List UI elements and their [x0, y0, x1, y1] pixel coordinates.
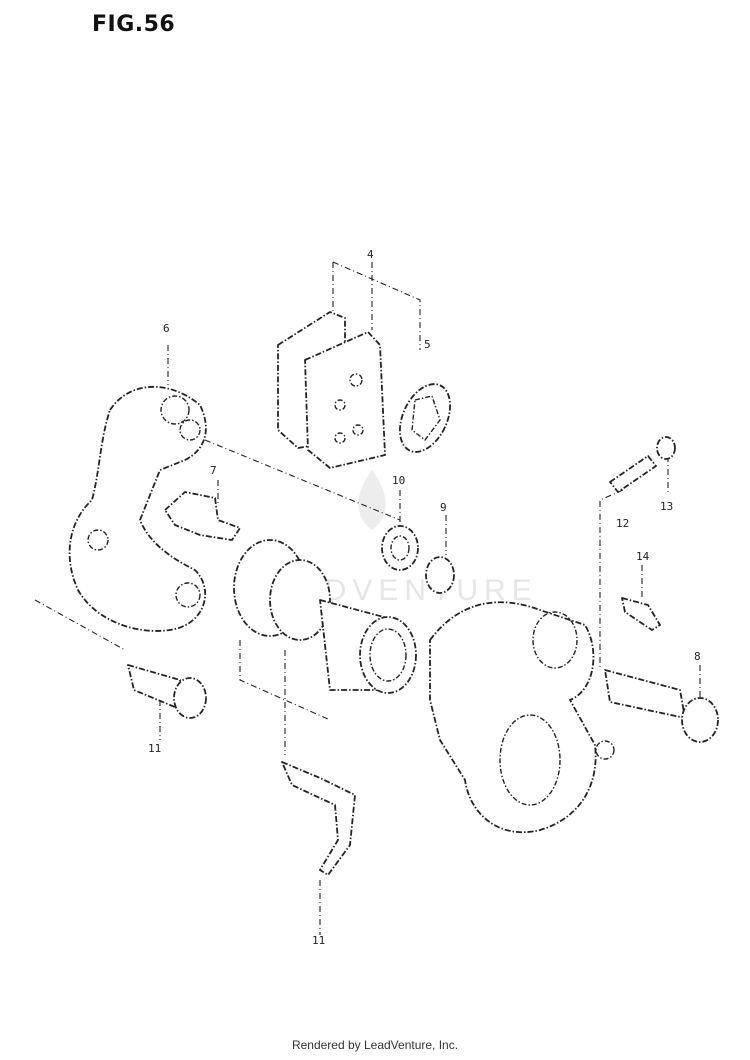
leader-lines — [34, 261, 701, 935]
callout-8: 8 — [694, 650, 701, 663]
callout-5: 5 — [424, 338, 431, 351]
callout-11-bolt: 11 — [148, 742, 161, 755]
caliper-cylinder — [499, 714, 561, 806]
piston-seal-inner — [269, 559, 331, 641]
callout-10: 10 — [392, 474, 405, 487]
bracket-bolt-hole — [160, 395, 190, 425]
callout-labels: 4 5 6 7 8 9 10 11 11 12 13 14 — [148, 248, 701, 947]
pin-boot — [425, 556, 455, 594]
caliper-body — [429, 601, 615, 834]
pad-hole — [349, 373, 363, 387]
callout-6: 6 — [163, 322, 170, 335]
caliper-bracket — [68, 385, 207, 632]
bracket-bolt-hole — [179, 419, 201, 441]
bleeder-screw — [609, 455, 657, 493]
brake-pad-front — [304, 331, 386, 469]
piston — [319, 599, 417, 694]
mounting-bolt — [127, 664, 207, 719]
caliper-bleed-port — [595, 740, 615, 760]
pad-hole — [334, 432, 346, 444]
piston-seals — [233, 539, 331, 641]
pad-hole — [334, 399, 346, 411]
caliper-pin-bore — [532, 611, 578, 669]
caliper-pin-bolt — [604, 669, 719, 743]
bracket-bolt-hole — [175, 582, 201, 608]
pad-hole — [352, 424, 364, 436]
bracket-bolt-hole — [87, 529, 109, 551]
bleeder-cap — [656, 436, 676, 460]
retaining-clip — [621, 597, 661, 631]
callout-14: 14 — [636, 550, 650, 563]
dust-boot — [381, 525, 419, 571]
callout-4: 4 — [367, 248, 374, 261]
pad-shim — [399, 383, 451, 453]
brake-hose — [281, 761, 356, 876]
footer-credit: Rendered by LeadVenture, Inc. — [291, 1038, 459, 1052]
watermark-flame-icon — [358, 470, 386, 530]
callout-13: 13 — [660, 500, 673, 513]
callout-12: 12 — [616, 517, 629, 530]
callout-9: 9 — [440, 501, 447, 514]
callout-11-hose: 11 — [312, 934, 325, 947]
pad-spring — [164, 491, 241, 541]
brake-pad-set — [277, 311, 386, 469]
callout-7: 7 — [210, 464, 217, 477]
figure-title: FIG.56 — [92, 12, 176, 37]
